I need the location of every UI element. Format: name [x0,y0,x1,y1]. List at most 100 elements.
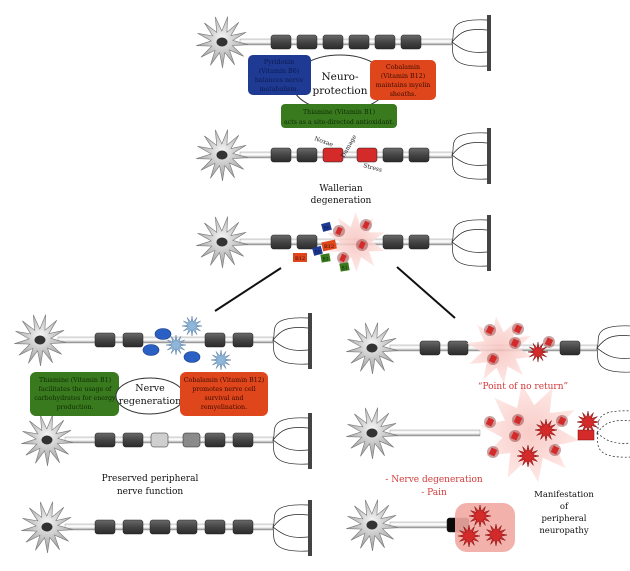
myelin-segment [94,332,116,348]
svg-text:(Vitamin B12): (Vitamin B12) [381,73,425,80]
myelin-segment [204,519,226,535]
myelin-segment [122,432,144,448]
svg-text:production.: production. [57,404,94,411]
cobalamin-regeneration-box: Cobalamin (Vitamin B12) promotes nerve c… [180,372,268,416]
nerve-terminal-branch [596,420,630,434]
myelin-segment [204,332,226,348]
muscle-fiber-icon [308,500,312,556]
myelin-debris [513,415,523,425]
noxae-label: Noxae [313,135,334,148]
inflammatory-cell-icon [516,444,540,468]
nerve-terminal-branch [272,339,309,365]
stress-label: Stress [362,162,382,174]
svg-text:B12: B12 [324,244,334,250]
nerve-terminal-branch [272,514,309,528]
regeneration-label: Nerve [135,383,165,394]
axon [389,521,451,529]
svg-text:Thiamine (Vitamin B1): Thiamine (Vitamin B1) [303,109,375,116]
neuron-regenerating [14,313,312,369]
myelin-debris [510,338,520,348]
point-of-no-return-label: “Point of no return” [478,381,568,392]
myelin-debris [510,431,520,441]
myelin-debris [544,337,554,347]
cobalamin-box: Cobalamin (Vitamin B12) maintains myelin… [370,60,436,100]
svg-text:Cobalamin: Cobalamin [386,64,420,71]
neuropathy-label: of [560,502,569,512]
arrow-to-regeneration [214,267,282,312]
nerve-terminal-branch [596,325,630,349]
myelin-segment [419,340,441,356]
vitamin-tag-b1: B1 [320,253,331,263]
myelin-segment [94,519,116,535]
nucleus-icon [216,237,228,247]
myelin-segment [232,332,254,348]
myelin-debris [513,324,523,334]
muscle-fiber-icon [487,128,491,184]
myelin-segment [348,34,370,50]
degeneration-halo [480,383,580,483]
myelin-segment [447,340,469,356]
nerve-terminal-branch [596,347,630,373]
myelin-segment [322,34,344,50]
myelin-debris [335,226,343,236]
neuroprotection-label: Neuro- [321,71,359,83]
preserved-function-label: nerve function [117,487,184,497]
schwann-cell-icon [142,344,160,356]
preserved-function-label: Preserved peripheral [102,474,199,484]
regeneration-label: regeneration [119,396,182,407]
inflammatory-cell-icon [534,418,558,442]
nerve-terminal-branch [272,427,309,441]
myelin-debris [339,253,347,263]
vitamin-tag-b6: B6 [321,221,332,232]
svg-text:B1: B1 [341,266,347,272]
myelin-debris [550,445,560,455]
myelin-debris [485,325,495,335]
muscle-fiber-icon [487,15,491,71]
myelin-segment [356,147,378,163]
myelin-segment [232,432,254,448]
nerve-terminal-branch [451,132,488,156]
neuron-neuropathy [346,499,470,552]
svg-text:Thiamine (Vitamin B1): Thiamine (Vitamin B1) [39,377,111,384]
schwann-cell-icon [154,328,172,340]
myelin-segment [182,432,201,448]
wallerian-label: Wallerian [319,184,362,194]
nucleus-icon [34,335,46,345]
svg-text:metabolism.: metabolism. [259,86,298,93]
svg-text:remyelination.: remyelination. [201,404,247,411]
nerve-terminal-branch [272,339,309,351]
nerve-terminal-branch [272,317,309,341]
nerve-terminal-branch [272,526,309,538]
svg-text:B1: B1 [322,257,328,263]
axon [389,429,481,437]
svg-text:carbohydrates for energy: carbohydrates for energy [34,395,116,402]
vitamin-tag-b1: B1 [339,262,350,272]
myelin-segment [270,147,292,163]
nerve-terminal-branch [451,19,488,43]
nucleus-icon [41,522,53,532]
myelin-segment [374,34,396,50]
myelin-segment [176,519,198,535]
neuropathy-label: Manifestation [534,490,594,500]
neuron-remyelinating [21,413,312,469]
nucleus-icon [41,435,53,445]
nerve-terminal-branch [272,439,309,451]
macrophage-icon [165,334,187,356]
wallerian-label: degeneration [311,196,372,206]
inflammatory-cell-icon [468,504,492,528]
myelin-segment [149,519,171,535]
degeneration-halo [466,316,534,384]
svg-text:Pyridoxin: Pyridoxin [264,59,294,66]
nerve-terminal-branch [596,432,630,458]
muscle-fiber-icon [308,313,312,369]
thiamine-regeneration-box: Thiamine (Vitamin B1) facilitates the us… [30,372,119,416]
pyridoxin-box: Pyridoxin (Vitamin B6) balances nerve me… [248,55,311,95]
myelin-segment [122,519,144,535]
symptom-nerve-degeneration: - Nerve degeneration [385,475,483,485]
nerve-terminal-branch [451,29,488,43]
myelin-segment [296,234,318,250]
nucleus-icon [366,343,378,353]
inflammatory-cell-icon [527,341,549,363]
svg-text:balances nerve: balances nerve [255,77,303,84]
